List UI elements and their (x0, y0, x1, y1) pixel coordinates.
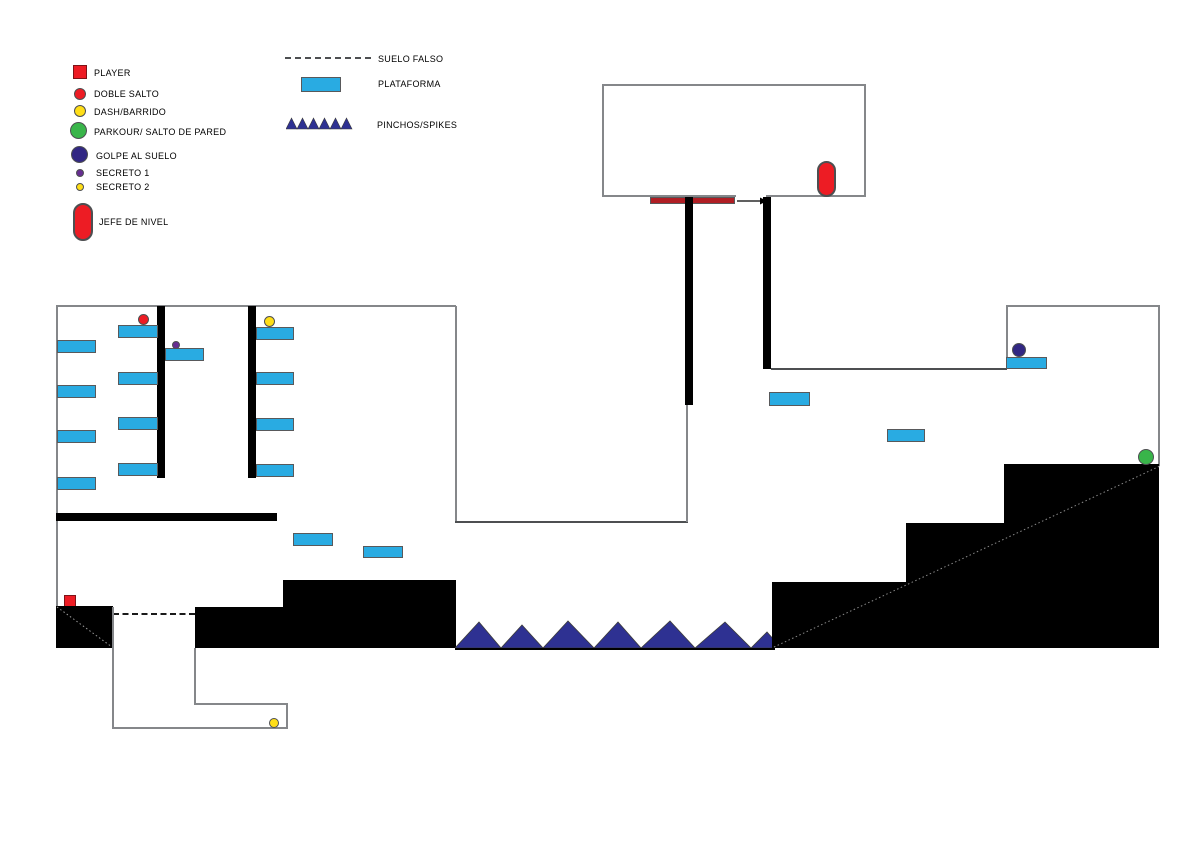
legend-label-dash-barrido: DASH/BARRIDO (94, 107, 167, 117)
boss-room-wall-right (864, 84, 866, 197)
plataforma-swatch (301, 77, 341, 92)
player-swatch (73, 65, 87, 79)
ground-block-low (195, 607, 283, 648)
left-room-wall-left (56, 305, 58, 606)
right-room-wall-right (1158, 305, 1160, 466)
ramp-slope-dotted-line (56, 606, 113, 648)
secret-room-floor (112, 727, 288, 729)
boss-room-floor-left (602, 195, 736, 197)
legend-label-golpe-suelo: GOLPE AL SUELO (96, 151, 177, 161)
platform-secret1 (165, 348, 204, 361)
spike-pit (455, 620, 775, 650)
platform (57, 340, 96, 353)
boss-room-wall-top (602, 84, 866, 86)
middle-room-floor (455, 521, 688, 523)
secret-room-ledge (194, 703, 288, 705)
platform (256, 464, 294, 477)
platform (293, 533, 333, 546)
right-room-wall-left (1006, 305, 1008, 358)
platform (256, 372, 294, 385)
staircase-step-low (772, 582, 906, 648)
jefe-nivel-swatch (73, 203, 93, 241)
legend-label-suelo-falso: SUELO FALSO (378, 54, 444, 64)
doble-salto-swatch (74, 88, 86, 100)
platform (118, 463, 158, 476)
boss-marker (817, 161, 836, 197)
secret-room-inner-wall (194, 648, 196, 705)
boss-room-floor-right (766, 195, 866, 197)
secreto1-swatch (76, 169, 84, 177)
boss-room-wall-left (602, 84, 604, 197)
wall-bar-column-1 (157, 306, 165, 478)
legend-left: PLAYER DOBLE SALTO DASH/BARRIDO PARKOUR/… (0, 0, 280, 260)
doble-salto-marker (138, 314, 149, 325)
dash-barrido-swatch (74, 105, 86, 117)
legend-label-player: PLAYER (94, 68, 131, 78)
legend-label-plataforma: PLATAFORMA (378, 79, 441, 89)
middle-room-wall-left (455, 306, 457, 522)
wall-bar-gap-right (763, 197, 771, 369)
parkour-swatch (70, 122, 87, 139)
platform (118, 417, 158, 430)
suelo-falso-swatch (285, 57, 371, 59)
legend-label-jefe-nivel: JEFE DE NIVEL (99, 217, 169, 227)
platform (769, 392, 810, 406)
platform-golpe (1006, 357, 1047, 369)
platform (363, 546, 403, 558)
right-corridor-floor (771, 368, 1007, 370)
dash-barrido-marker (264, 316, 275, 327)
spikes-swatch (286, 117, 353, 130)
secret-room-wall-right (286, 704, 288, 729)
platform (887, 429, 925, 442)
golpe-suelo-marker (1012, 343, 1026, 357)
legend-label-pinchos: PINCHOS/SPIKES (377, 120, 458, 130)
left-room-ceiling (56, 305, 456, 307)
secret-room-wall-left (112, 607, 114, 729)
staircase-step-mid (906, 523, 1004, 648)
platform (57, 477, 96, 490)
right-room-wall-top (1006, 305, 1160, 307)
platform (118, 325, 158, 338)
platform (256, 327, 294, 340)
wall-bar-under-boss-platform (685, 197, 693, 405)
legend-symbols: SUELO FALSO PLATAFORMA PINCHOS/SPIKES (280, 40, 520, 140)
legend-label-secreto1: SECRETO 1 (96, 168, 150, 178)
false-floor-dashed-line (113, 613, 195, 615)
middle-room-wall-right (686, 405, 688, 522)
golpe-suelo-swatch (71, 146, 88, 163)
legend-label-parkour: PARKOUR/ SALTO DE PARED (94, 127, 227, 137)
platform (57, 430, 96, 443)
legend-label-secreto2: SECRETO 2 (96, 182, 150, 192)
secreto2-marker (269, 718, 279, 728)
platform (57, 385, 96, 398)
platform (256, 418, 294, 431)
parkour-marker (1138, 449, 1154, 465)
ramp-block (56, 606, 113, 648)
ground-block-high (283, 580, 456, 648)
floor-bar (56, 513, 277, 521)
secreto2-swatch (76, 183, 84, 191)
platform (118, 372, 158, 385)
staircase-step-high (1004, 464, 1159, 648)
ramp-diagonal-dotted-line (773, 465, 1161, 648)
wall-bar-column-2 (248, 306, 256, 478)
legend-label-doble-salto: DOBLE SALTO (94, 89, 159, 99)
secreto1-marker (172, 341, 180, 349)
